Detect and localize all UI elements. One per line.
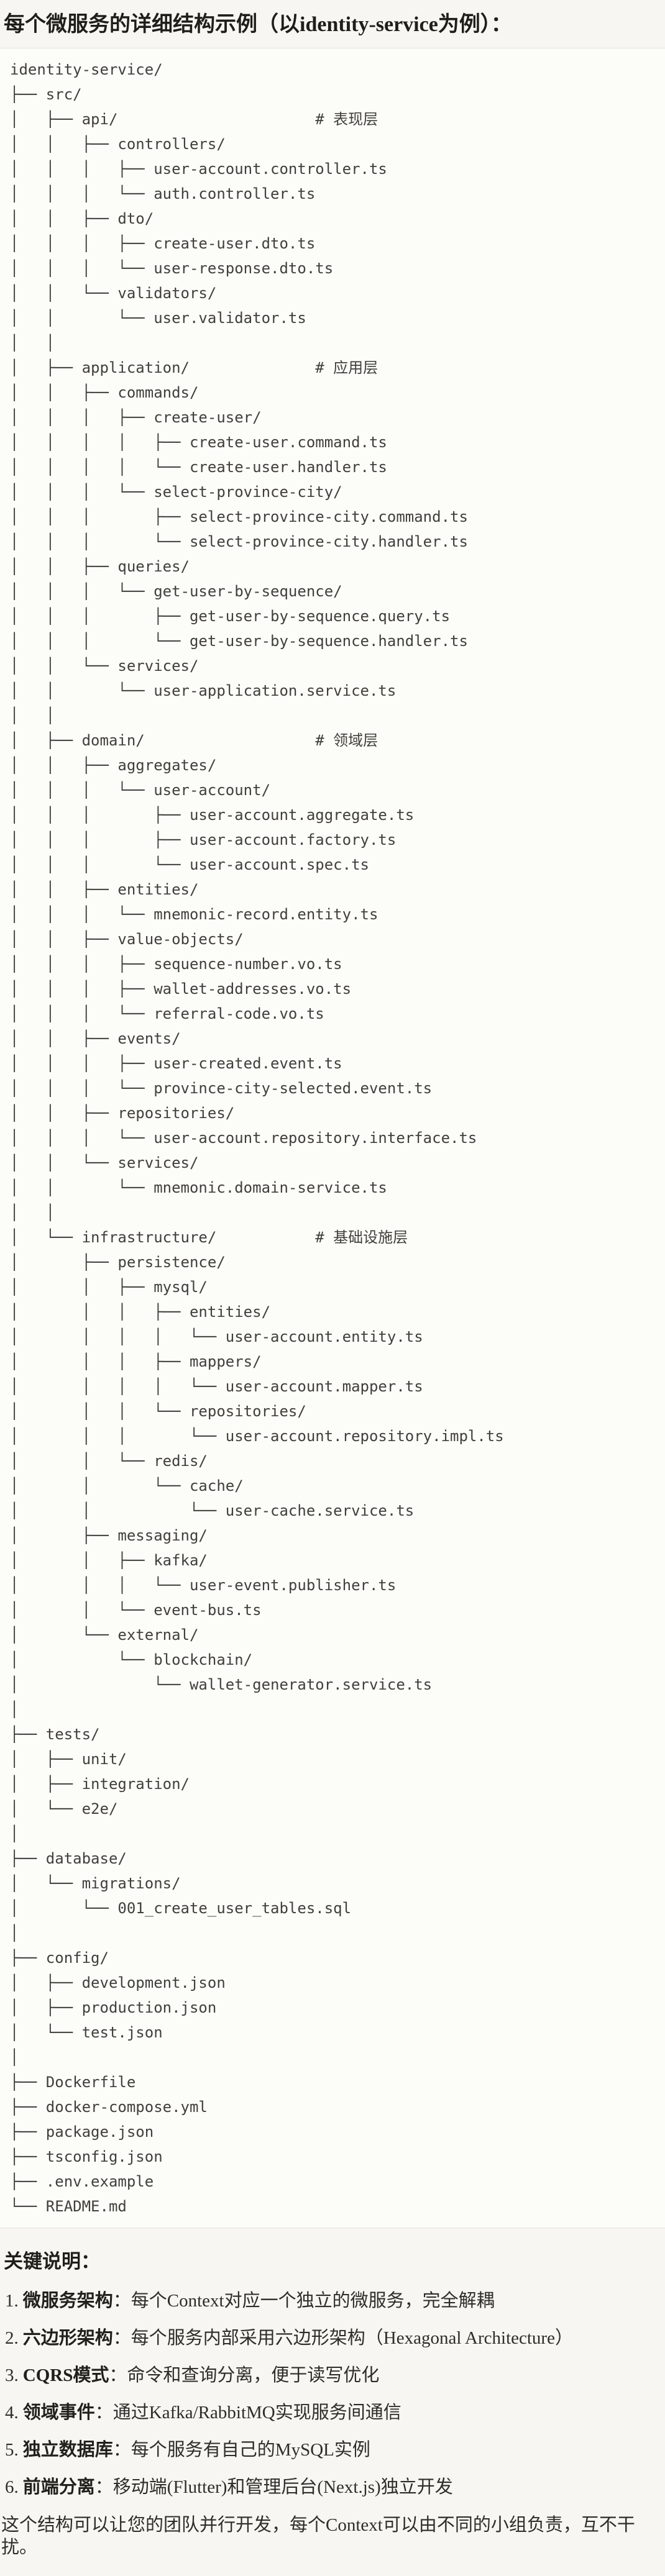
list-item-number: 2. (5, 2328, 19, 2349)
list-item: 5. 独立数据库：每个服务有自己的MySQL实例 (5, 2439, 661, 2461)
list-item-desc: 每个服务有自己的MySQL实例 (131, 2440, 370, 2460)
closing-paragraph: 这个结构可以让您的团队并行开发，每个Context可以由不同的小组负责，互不干扰… (1, 2515, 635, 2558)
list-item-desc: 通过Kafka/RabbitMQ实现服务间通信 (112, 2403, 401, 2423)
list-item-term: 独立数据库 (22, 2440, 113, 2460)
list-item-number: 4. (5, 2403, 19, 2423)
list-item-text: 领域事件：通过Kafka/RabbitMQ实现服务间通信 (23, 2402, 401, 2424)
notes-list: 1. 微服务架构：每个Context对应一个独立的微服务，完全解耦 2. 六边形… (5, 2290, 661, 2498)
list-item-desc: 每个服务内部采用六边形架构（Hexagonal Architecture） (131, 2328, 573, 2349)
list-item-term: CQRS模式 (22, 2365, 109, 2386)
list-item: 3. CQRS模式：命令和查询分离，便于读写优化 (5, 2365, 661, 2387)
directory-tree: identity-service/ ├── src/ │ ├── api/ # … (10, 61, 504, 2216)
list-item-number: 5. (5, 2440, 19, 2460)
list-item-desc: 移动端(Flutter)和管理后台(Next.js)独立开发 (112, 2477, 453, 2498)
list-item-desc: 命令和查询分离，便于读写优化 (127, 2365, 380, 2386)
list-item-desc: 每个Context对应一个独立的微服务，完全解耦 (131, 2291, 495, 2311)
list-item-separator: ： (109, 2365, 127, 2386)
list-item-number: 6. (5, 2477, 19, 2498)
list-item-separator: ： (112, 2328, 131, 2349)
list-item-separator: ： (112, 2440, 131, 2460)
directory-tree-codeblock: identity-service/ ├── src/ │ ├── api/ # … (0, 48, 665, 2229)
list-item-number: 3. (5, 2365, 19, 2386)
list-item: 1. 微服务架构：每个Context对应一个独立的微服务，完全解耦 (5, 2290, 661, 2312)
list-item-text: CQRS模式：命令和查询分离，便于读写优化 (23, 2365, 380, 2387)
list-item: 2. 六边形架构：每个服务内部采用六边形架构（Hexagonal Archite… (5, 2328, 661, 2349)
list-item-text: 微服务架构：每个Context对应一个独立的微服务，完全解耦 (23, 2290, 495, 2312)
list-item-separator: ： (112, 2291, 131, 2311)
list-item: 6. 前端分离：移动端(Flutter)和管理后台(Next.js)独立开发 (5, 2477, 661, 2498)
list-item-text: 独立数据库：每个服务有自己的MySQL实例 (23, 2439, 370, 2461)
list-item-text: 前端分离：移动端(Flutter)和管理后台(Next.js)独立开发 (23, 2477, 453, 2498)
list-item: 4. 领域事件：通过Kafka/RabbitMQ实现服务间通信 (5, 2402, 661, 2424)
page-title: 每个微服务的详细结构示例（以identity-service为例）： (4, 13, 512, 36)
list-item-term: 领域事件 (22, 2403, 95, 2423)
list-item-term: 前端分离 (22, 2477, 95, 2498)
list-item-number: 1. (5, 2291, 19, 2311)
list-item-text: 六边形架构：每个服务内部采用六边形架构（Hexagonal Architectu… (23, 2328, 573, 2349)
list-item-term: 微服务架构 (22, 2291, 113, 2311)
list-item-separator: ： (94, 2477, 113, 2498)
list-item-term: 六边形架构 (22, 2328, 113, 2349)
notes-heading: 关键说明： (4, 2251, 100, 2273)
list-item-separator: ： (94, 2403, 113, 2423)
